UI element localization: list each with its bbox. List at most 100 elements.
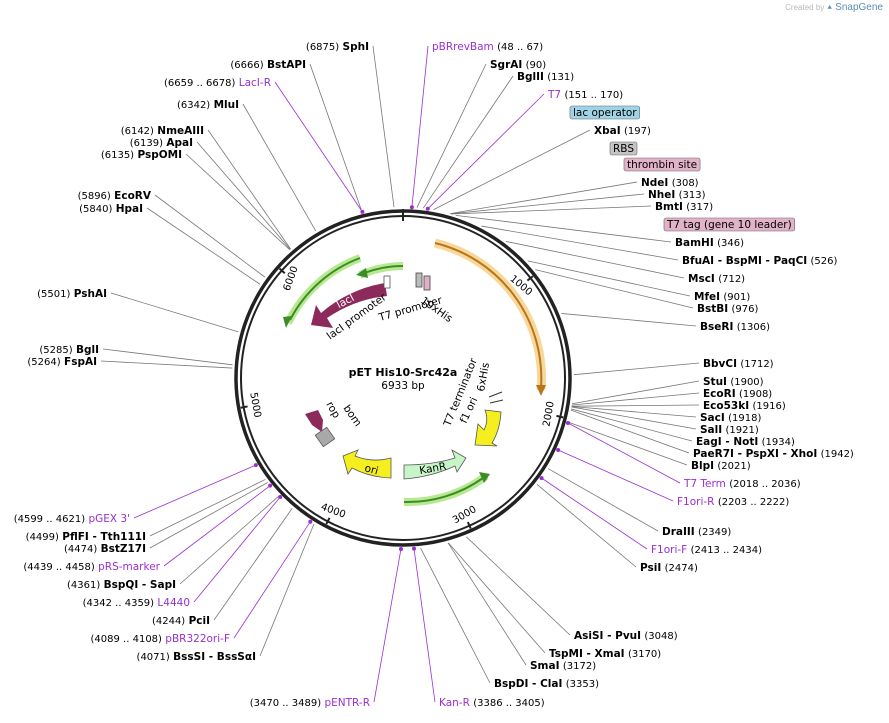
- site-label-l4440[interactable]: (4342 .. 4359) L4440: [83, 597, 190, 609]
- site-label-draiii[interactable]: DraIII (2349): [662, 526, 731, 538]
- site-label-bsssi[interactable]: (4071) BssSI - BssSαI: [137, 651, 256, 663]
- site-label-pentr-r[interactable]: (3470 .. 3489) pENTR-R: [250, 697, 370, 709]
- primer-marker: [539, 476, 544, 481]
- site-label-t7-term[interactable]: T7 Term (2018 .. 2036): [683, 478, 801, 490]
- site-label-blpi[interactable]: BlpI (2021): [691, 460, 751, 472]
- site-label-nmeaiii[interactable]: (6142) NmeAIII: [121, 125, 204, 137]
- site-position: (4244): [152, 616, 185, 627]
- site-name: EcoRI: [703, 388, 736, 400]
- feature-box: [623, 157, 701, 172]
- site-extra: - ClaI: [528, 678, 562, 690]
- site-label-rbs[interactable]: RBS: [609, 141, 638, 156]
- site-name: NmeAIII: [157, 125, 204, 137]
- site-name: BlpI: [691, 460, 714, 472]
- site-name: SmaI: [530, 660, 560, 672]
- site-label-pspomi[interactable]: (6135) PspOMI: [101, 149, 182, 161]
- site-label-tspmi[interactable]: TspMI - XmaI (3170): [549, 648, 661, 660]
- site-label-pgex-3-[interactable]: (4599 .. 4621) pGEX 3': [14, 513, 130, 525]
- site-label-ndei[interactable]: NdeI (308): [641, 177, 699, 189]
- site-label-eagi[interactable]: EagI - NotI (1934): [696, 436, 795, 448]
- site-label-bspqi[interactable]: (4361) BspQI - SapI: [67, 579, 176, 591]
- site-label-f1ori-r[interactable]: F1ori-R (2203 .. 2222): [677, 496, 789, 508]
- site-label-asisi[interactable]: AsiSI - PvuI (3048): [574, 630, 678, 642]
- site-label-sgrai[interactable]: SgrAI (90): [490, 59, 546, 71]
- site-label-xbai[interactable]: XbaI (197): [594, 125, 651, 137]
- site-position: (48 .. 67): [497, 42, 543, 53]
- site-label-bstbi[interactable]: BstBI (976): [697, 303, 759, 315]
- site-label-saci[interactable]: SacI (1918): [700, 412, 761, 424]
- site-label-pbr322ori-f[interactable]: (4089 .. 4108) pBR322ori-F: [91, 633, 230, 645]
- site-position: (6659 .. 6678): [164, 78, 236, 89]
- site-label-t7-tag-gene-10-leader-[interactable]: T7 tag (gene 10 leader): [663, 217, 796, 232]
- six-his-marker: [488, 391, 503, 398]
- site-label-text: AsiSI - PvuI (3048): [574, 630, 678, 642]
- site-extra: - PspXI - XhoI: [734, 448, 817, 460]
- site-label-text: (4499) PflFI - Tth111I: [26, 531, 146, 543]
- site-label-msci[interactable]: MscI (712): [688, 273, 745, 285]
- bom-label: bom: [341, 403, 364, 429]
- site-label-bmti[interactable]: BmtI (317): [655, 201, 713, 213]
- site-label-thrombin-site[interactable]: thrombin site: [623, 157, 701, 172]
- leader-line: [163, 485, 271, 567]
- site-extra: - XmaI: [583, 648, 625, 660]
- site-label-bbvci[interactable]: BbvCI (1712): [703, 358, 774, 370]
- site-label-paer7i[interactable]: PaeR7I - PspXI - XhoI (1942): [693, 448, 854, 460]
- site-label-bgli[interactable]: (5285) BglI: [39, 344, 99, 356]
- site-label-text: BspDI - ClaI (3353): [494, 678, 599, 690]
- site-label-mlui[interactable]: (6342) MluI: [177, 99, 239, 111]
- site-label-t7[interactable]: T7 (151 .. 170): [547, 89, 623, 101]
- site-label-mfei[interactable]: MfeI (901): [694, 291, 750, 303]
- lacI-gene: [311, 283, 387, 328]
- site-label-apai[interactable]: (6139) ApaI: [130, 137, 193, 149]
- site-label-text: BbvCI (1712): [703, 358, 774, 370]
- site-label-bstapi[interactable]: (6666) BstAPI: [230, 59, 306, 71]
- site-label-bglii[interactable]: BglII (131): [517, 71, 574, 83]
- leader-line: [536, 484, 637, 568]
- site-name: HpaI: [116, 203, 143, 215]
- site-label-prs-marker[interactable]: (4439 .. 4458) pRS-marker: [23, 561, 160, 573]
- site-label-eco53ki[interactable]: Eco53kI (1916): [703, 400, 786, 412]
- tick-label-4000: 4000: [319, 502, 347, 521]
- tick-mark-4000: [325, 517, 331, 525]
- site-label-bseri[interactable]: BseRI (1306): [700, 321, 770, 333]
- site-label-sphi[interactable]: (6875) SphI: [306, 41, 369, 53]
- site-label-kan-r[interactable]: Kan-R (3386 .. 3405): [439, 697, 545, 709]
- site-label-pflfi[interactable]: (4499) PflFI - Tth111I: [26, 531, 146, 543]
- leader-line: [309, 63, 363, 213]
- site-position: (3170): [628, 649, 661, 660]
- site-position: (346): [717, 238, 744, 249]
- site-position: (3172): [563, 661, 596, 672]
- site-label-text: BstBI (976): [697, 303, 759, 315]
- primer-marker: [278, 494, 283, 499]
- site-label-pshai[interactable]: (5501) PshAI: [37, 288, 107, 300]
- tick-label-6000: 6000: [282, 265, 301, 293]
- site-label-ecorv[interactable]: (5896) EcoRV: [78, 190, 152, 202]
- site-label-laci-r[interactable]: (6659 .. 6678) LacI-R: [164, 77, 271, 89]
- site-label-f1ori-f[interactable]: F1ori-F (2413 .. 2434): [651, 544, 762, 556]
- site-label-bfuai[interactable]: BfuAI - BspMI - PaqCI (526): [682, 255, 838, 267]
- site-label-fspai[interactable]: (5264) FspAI: [27, 356, 97, 368]
- site-label-ecori[interactable]: EcoRI (1908): [703, 388, 772, 400]
- site-label-text: (5896) EcoRV: [78, 190, 152, 202]
- site-label-pbrrevbam[interactable]: pBRrevBam (48 .. 67): [432, 41, 543, 53]
- site-position: (2413 .. 2434): [691, 545, 763, 556]
- leader-line: [213, 508, 293, 621]
- primer-marker: [398, 546, 403, 551]
- site-name: pENTR-R: [324, 697, 370, 709]
- site-label-text: T7 Term (2018 .. 2036): [683, 478, 801, 490]
- site-position: (90): [526, 60, 547, 71]
- site-label-sali[interactable]: SalI (1921): [700, 424, 759, 436]
- site-label-bstz17i[interactable]: (4474) BstZ17I: [64, 543, 146, 555]
- site-name: DraIII: [662, 526, 695, 538]
- site-position: (2474): [665, 563, 698, 574]
- site-label-smai[interactable]: SmaI (3172): [530, 660, 596, 672]
- site-label-nhei[interactable]: NheI (313): [648, 189, 706, 201]
- site-label-stui[interactable]: StuI (1900): [703, 376, 764, 388]
- site-label-psii[interactable]: PsiI (2474): [640, 562, 698, 574]
- site-label-hpai[interactable]: (5840) HpaI: [79, 203, 143, 215]
- site-label-pcii[interactable]: (4244) PciI: [152, 615, 210, 627]
- site-label-lac-operator[interactable]: lac operator: [569, 105, 640, 120]
- site-label-bspdi[interactable]: BspDI - ClaI (3353): [494, 678, 599, 690]
- site-label-bamhi[interactable]: BamHI (346): [675, 237, 744, 249]
- site-label-text: DraIII (2349): [662, 526, 731, 538]
